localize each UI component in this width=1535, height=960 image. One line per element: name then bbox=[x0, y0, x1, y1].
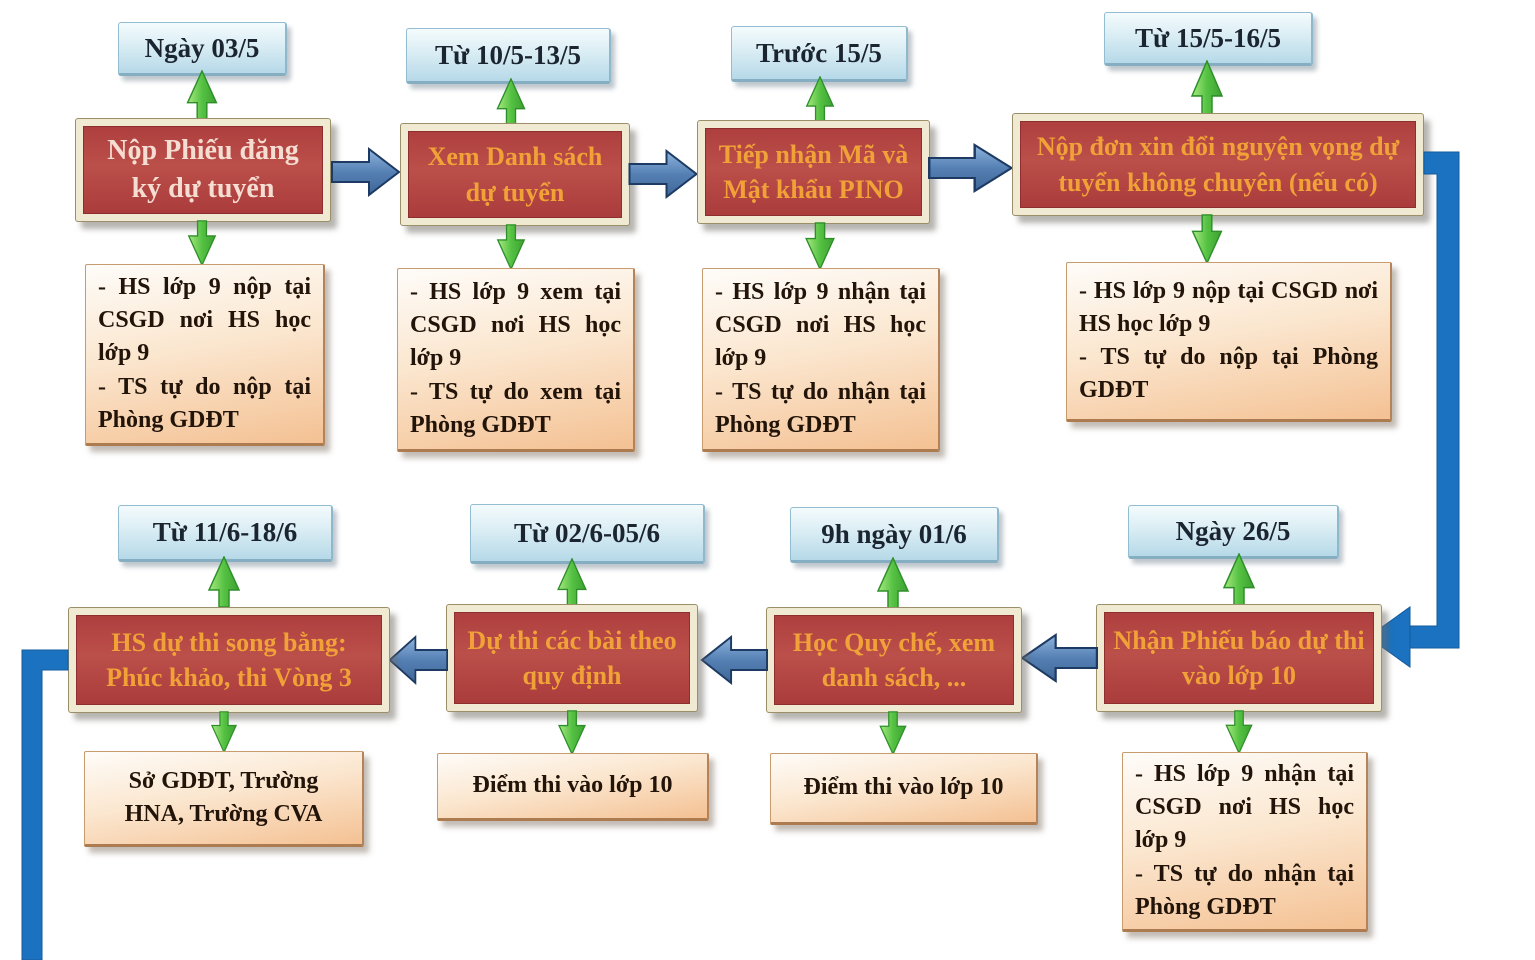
flow-arrow-right-3-icon bbox=[928, 142, 1014, 194]
step4-up-arrow-icon bbox=[1190, 60, 1224, 115]
step2-date-box: Từ 10/5-13/5 bbox=[406, 28, 611, 84]
step7-date-box: Từ 02/6-05/6 bbox=[470, 504, 705, 564]
flow-arrow-right-2-icon bbox=[628, 148, 699, 200]
flow-arrow-left-2-icon bbox=[700, 634, 768, 686]
step2-up-arrow-icon bbox=[496, 78, 526, 125]
elbow-connector-left-icon bbox=[21, 649, 69, 960]
step4-down-arrow-icon bbox=[1191, 214, 1223, 264]
elbow-connector-right-icon bbox=[1367, 151, 1460, 668]
step5-down-arrow-icon bbox=[1225, 710, 1253, 754]
step8-detail-box: Sở GDĐT, Trường HNA, Trường CVA bbox=[84, 751, 364, 847]
step5-process-box: Nhận Phiếu báo dự thi vào lớp 10 bbox=[1096, 604, 1382, 712]
step7-up-arrow-icon bbox=[557, 558, 587, 606]
step3-process-box: Tiếp nhận Mã và Mật khẩu PINO bbox=[697, 120, 930, 224]
step3-detail-box: - HS lớp 9 nhận tại CSGD nơi HS học lớp … bbox=[702, 268, 940, 452]
step5-process-label: Nhận Phiếu báo dự thi vào lớp 10 bbox=[1104, 612, 1374, 704]
step5-detail-box: - HS lớp 9 nhận tại CSGD nơi HS học lớp … bbox=[1122, 752, 1368, 932]
step4-process-box: Nộp đơn xin đổi nguyện vọng dự tuyển khô… bbox=[1012, 113, 1424, 216]
step5-up-arrow-icon bbox=[1222, 553, 1256, 606]
step8-up-arrow-icon bbox=[207, 556, 241, 608]
step6-process-label: Học Quy chế, xem danh sách, ... bbox=[774, 615, 1014, 705]
step1-detail-text: - HS lớp 9 nộp tại CSGD nơi HS học lớp 9… bbox=[98, 274, 311, 433]
step7-date-label: Từ 02/6-05/6 bbox=[514, 517, 660, 548]
step4-detail-box: - HS lớp 9 nộp tại CSGD nơi HS học lớp 9… bbox=[1066, 262, 1392, 422]
step3-up-arrow-icon bbox=[805, 76, 835, 122]
step6-up-arrow-icon bbox=[876, 557, 910, 609]
step2-detail-text: - HS lớp 9 xem tại CSGD nơi HS học lớp 9… bbox=[410, 279, 621, 438]
step2-process-label: Xem Danh sách dự tuyển bbox=[408, 131, 622, 218]
step1-up-arrow-icon bbox=[186, 70, 218, 120]
step8-date-box: Từ 11/6-18/6 bbox=[118, 505, 333, 562]
step5-date-label: Ngày 26/5 bbox=[1175, 515, 1291, 546]
flow-arrow-right-1-icon bbox=[331, 146, 401, 198]
step5-date-box: Ngày 26/5 bbox=[1128, 505, 1339, 559]
step1-process-label: Nộp Phiếu đăng ký dự tuyển bbox=[83, 126, 323, 214]
step6-detail-box: Điểm thi vào lớp 10 bbox=[770, 753, 1038, 825]
step2-date-label: Từ 10/5-13/5 bbox=[435, 39, 581, 70]
step6-date-label: 9h ngày 01/6 bbox=[821, 518, 967, 549]
step2-down-arrow-icon bbox=[496, 224, 526, 270]
step6-detail-text: Điểm thi vào lớp 10 bbox=[803, 774, 1004, 801]
step4-process-label: Nộp đơn xin đổi nguyện vọng dự tuyển khô… bbox=[1020, 121, 1416, 208]
step6-process-box: Học Quy chế, xem danh sách, ... bbox=[766, 607, 1022, 713]
step2-detail-box: - HS lớp 9 xem tại CSGD nơi HS học lớp 9… bbox=[397, 268, 635, 452]
step4-date-box: Từ 15/5-16/5 bbox=[1104, 12, 1313, 66]
step3-date-box: Trước 15/5 bbox=[731, 26, 908, 82]
step5-detail-text: - HS lớp 9 nhận tại CSGD nơi HS học lớp … bbox=[1135, 761, 1354, 920]
step8-detail-text: Sở GDĐT, Trường HNA, Trường CVA bbox=[124, 767, 323, 827]
step8-process-box: HS dự thi song bằng: Phúc khảo, thi Vòng… bbox=[68, 607, 390, 713]
step3-date-label: Trước 15/5 bbox=[756, 37, 882, 68]
step3-down-arrow-icon bbox=[805, 222, 835, 270]
step8-date-label: Từ 11/6-18/6 bbox=[152, 517, 298, 548]
step8-down-arrow-icon bbox=[210, 711, 238, 753]
step7-detail-text: Điểm thi vào lớp 10 bbox=[472, 772, 673, 799]
flow-arrow-left-3-icon bbox=[388, 634, 448, 686]
step1-date-box: Ngày 03/5 bbox=[118, 22, 287, 76]
step3-detail-text: - HS lớp 9 nhận tại CSGD nơi HS học lớp … bbox=[715, 279, 926, 438]
step2-process-box: Xem Danh sách dự tuyển bbox=[400, 123, 630, 226]
step6-down-arrow-icon bbox=[879, 711, 907, 755]
step1-date-label: Ngày 03/5 bbox=[144, 32, 260, 63]
step1-process-box: Nộp Phiếu đăng ký dự tuyển bbox=[75, 118, 331, 222]
step4-detail-text: - HS lớp 9 nộp tại CSGD nơi HS học lớp 9… bbox=[1079, 277, 1378, 404]
step7-detail-box: Điểm thi vào lớp 10 bbox=[437, 753, 709, 821]
step7-process-label: Dự thi các bài theo quy định bbox=[454, 612, 690, 704]
step3-process-label: Tiếp nhận Mã và Mật khẩu PINO bbox=[705, 128, 922, 216]
step8-process-label: HS dự thi song bằng: Phúc khảo, thi Vòng… bbox=[76, 615, 382, 705]
step1-detail-box: - HS lớp 9 nộp tại CSGD nơi HS học lớp 9… bbox=[85, 264, 325, 446]
step7-down-arrow-icon bbox=[558, 710, 586, 755]
step6-date-box: 9h ngày 01/6 bbox=[790, 507, 999, 563]
step1-down-arrow-icon bbox=[187, 220, 217, 266]
step7-process-box: Dự thi các bài theo quy định bbox=[446, 604, 698, 712]
flow-arrow-left-1-icon bbox=[1020, 632, 1098, 684]
step4-date-label: Từ 15/5-16/5 bbox=[1135, 22, 1281, 53]
